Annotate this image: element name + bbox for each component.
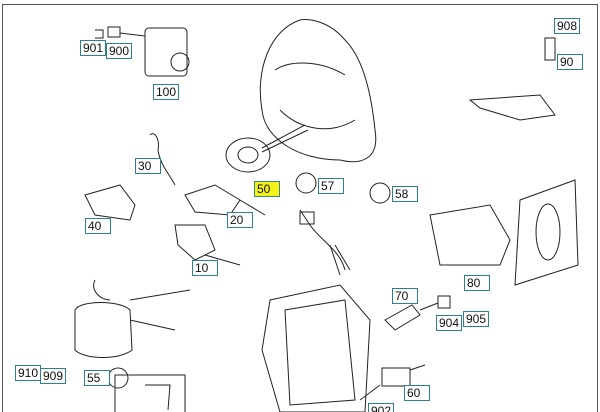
pedal-assembly-drawing	[261, 284, 371, 412]
switch-60-drawing	[359, 364, 426, 401]
callout-40[interactable]: 40	[85, 218, 111, 234]
callout-910[interactable]: 910	[15, 365, 42, 381]
callout-909[interactable]: 909	[40, 368, 67, 384]
switch-10-drawing	[174, 224, 241, 266]
callout-900[interactable]: 900	[106, 43, 133, 59]
callout-90[interactable]: 90	[557, 54, 583, 70]
callout-57[interactable]: 57	[318, 178, 344, 194]
wrench-icon	[369, 182, 391, 204]
switch-70-drawing	[384, 295, 451, 331]
switch-40-drawing	[84, 184, 136, 221]
detail-55-box	[114, 374, 186, 412]
callout-60[interactable]: 60	[404, 385, 430, 401]
callout-10[interactable]: 10	[192, 260, 218, 276]
callout-50[interactable]: 50	[254, 181, 280, 197]
light-switch-80-drawing	[429, 179, 579, 286]
callout-902[interactable]: 902	[368, 403, 395, 412]
callout-908[interactable]: 908	[554, 18, 581, 34]
module-910-drawing	[74, 279, 191, 358]
callout-100[interactable]: 100	[153, 84, 180, 100]
wrench-icon	[107, 367, 129, 389]
callout-901[interactable]: 901	[80, 40, 107, 56]
switch-20-drawing	[184, 184, 266, 216]
callout-905[interactable]: 905	[463, 311, 490, 327]
callout-20[interactable]: 20	[227, 212, 253, 228]
sensor-30-drawing	[149, 133, 176, 186]
connector-57-wires	[299, 209, 351, 276]
callout-55[interactable]: 55	[84, 370, 110, 386]
callout-30[interactable]: 30	[135, 158, 161, 174]
bracket-90-drawing	[468, 37, 556, 121]
callout-80[interactable]: 80	[464, 275, 490, 291]
callout-904[interactable]: 904	[436, 315, 463, 331]
callout-70[interactable]: 70	[392, 288, 418, 304]
ignition-switch-drawing	[95, 26, 190, 77]
clock-spring-drawing	[225, 124, 309, 173]
callout-58[interactable]: 58	[392, 186, 418, 202]
diagram-frame	[2, 4, 598, 412]
wrench-icon	[295, 172, 317, 194]
steering-wheel-drawing	[259, 19, 377, 163]
